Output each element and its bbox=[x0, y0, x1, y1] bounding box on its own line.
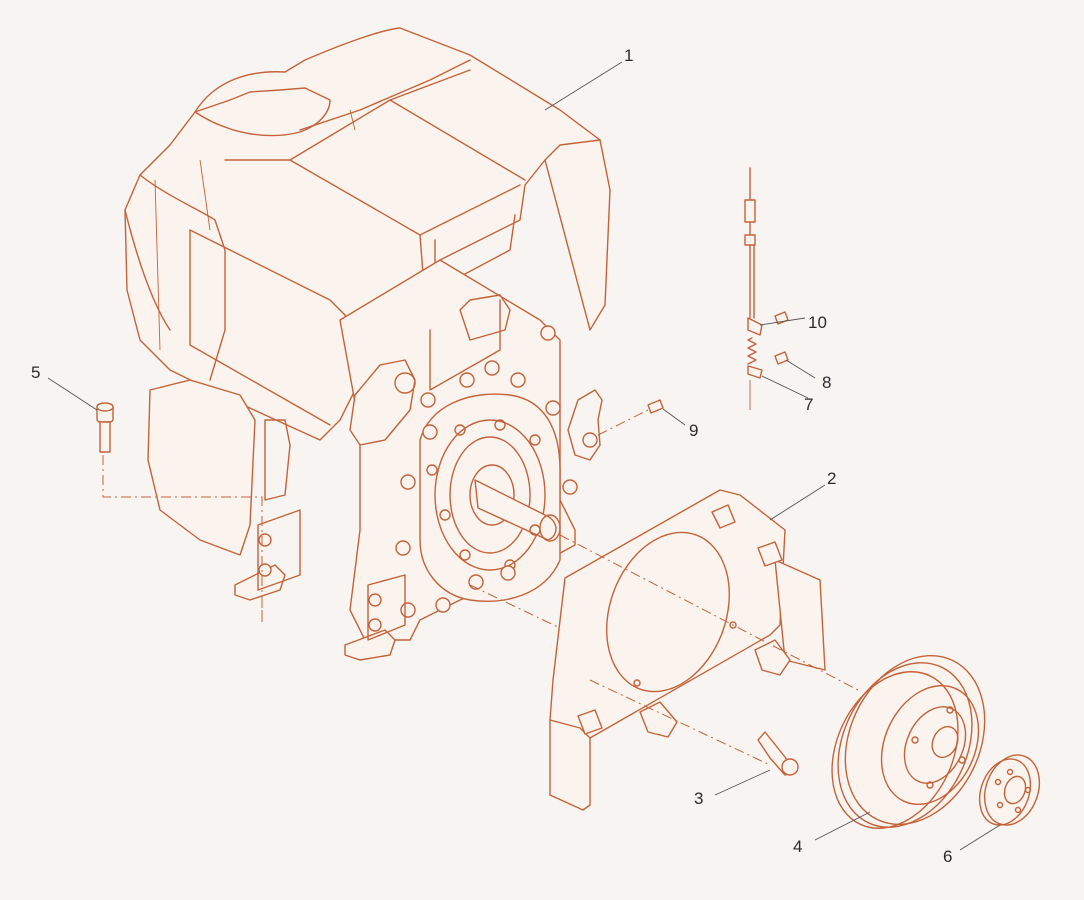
linkage-parts bbox=[647, 167, 789, 414]
callout-10: 10 bbox=[808, 313, 827, 332]
center-lines bbox=[261, 409, 859, 766]
part-3-bolt bbox=[757, 731, 799, 776]
callout-7: 7 bbox=[804, 395, 814, 414]
callout-1: 1 bbox=[624, 46, 634, 65]
part-2-adapter-plate bbox=[549, 489, 826, 811]
part-6-hub bbox=[978, 754, 1041, 826]
crankcase bbox=[147, 259, 603, 661]
callout-3: 3 bbox=[694, 789, 704, 808]
leader-lines bbox=[47, 61, 1001, 851]
callout-5: 5 bbox=[31, 363, 41, 382]
callout-4: 4 bbox=[793, 837, 803, 856]
callout-6: 6 bbox=[943, 847, 953, 866]
callout-2: 2 bbox=[827, 469, 837, 488]
callout-9: 9 bbox=[689, 421, 699, 440]
part-5-cap-screw bbox=[96, 402, 263, 622]
callout-8: 8 bbox=[822, 373, 832, 392]
part-4-pulley bbox=[831, 654, 986, 829]
